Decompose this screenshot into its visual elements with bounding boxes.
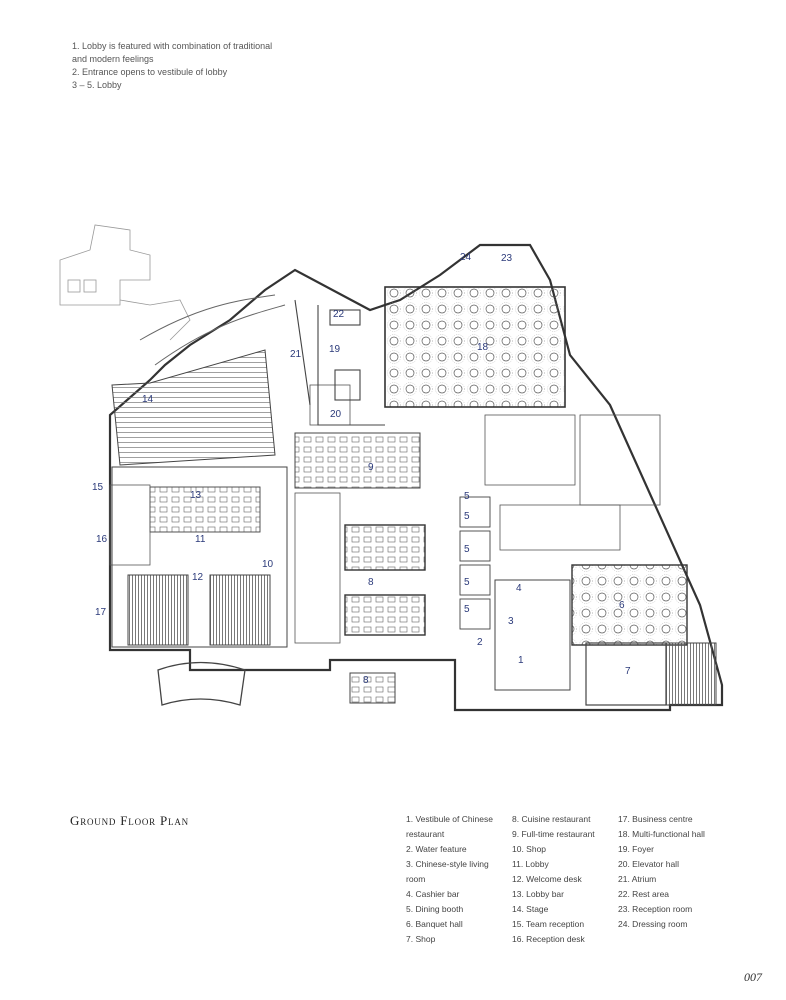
cuisine-dining xyxy=(344,524,426,571)
room-number: 8 xyxy=(363,675,369,686)
legend-column-1: 1. Vestibule of Chinese restaurant 2. Wa… xyxy=(406,812,506,947)
legend-item: 12. Welcome desk xyxy=(512,874,582,884)
ground-floor-plan: 1 2 3 4 5 5 5 5 5 6 7 8 8 9 10 11 12 13 … xyxy=(59,224,724,712)
photo-captions: 1. Lobby is featured with combination of… xyxy=(72,40,402,92)
room-number: 8 xyxy=(368,577,374,588)
vestibule xyxy=(494,579,571,691)
room-number: 24 xyxy=(460,252,472,263)
lobby xyxy=(111,466,288,648)
plan-title: Ground Floor Plan xyxy=(70,813,189,828)
legend-column-2: 8. Cuisine restaurant 9. Full-time resta… xyxy=(512,812,617,947)
legend-item: 10. Shop xyxy=(512,844,547,854)
back-of-house xyxy=(109,384,661,644)
room-number: 14 xyxy=(142,394,154,405)
legend-item: 16. Reception desk xyxy=(512,934,585,944)
caption-line: 2. Entrance opens to vestibule of lobby xyxy=(72,67,228,77)
legend-item: 23. Reception room xyxy=(618,904,693,914)
legend-item: 19. Foyer xyxy=(618,844,654,854)
room-number: 23 xyxy=(501,253,513,264)
room-number: 3 xyxy=(508,616,514,627)
legend-item: 9. Full-time restaurant xyxy=(512,829,595,839)
caption-line: and modern feelings xyxy=(72,54,154,64)
room-number: 5 xyxy=(464,604,470,615)
stair xyxy=(665,642,717,706)
legend-item: 5. Dining booth xyxy=(406,904,464,914)
room-number: 13 xyxy=(190,490,202,501)
room-number: 20 xyxy=(330,409,342,420)
legend-item: 4. Cashier bar xyxy=(406,889,460,899)
legend-item: 11. Lobby xyxy=(512,859,549,869)
room-number: 5 xyxy=(464,544,470,555)
legend-item: restaurant xyxy=(406,829,445,839)
outbuildings xyxy=(59,224,191,341)
legend-item: 20. Elevator hall xyxy=(618,859,679,869)
legend-item: 24. Dressing room xyxy=(618,919,688,929)
legend-item: 13. Lobby bar xyxy=(512,889,564,899)
legend-item: 1. Vestibule of Chinese xyxy=(406,814,493,824)
legend-item: 18. Multi-functional hall xyxy=(618,829,705,839)
caption-line: 1. Lobby is featured with combination of… xyxy=(72,41,273,51)
room-number: 4 xyxy=(516,583,522,594)
room-numbers: 1 2 3 4 5 5 5 5 5 6 7 8 8 9 10 11 12 13 … xyxy=(92,252,631,686)
building-outline xyxy=(108,243,724,712)
legend-item: 17. Business centre xyxy=(618,814,693,824)
legend-item: 22. Rest area xyxy=(618,889,670,899)
landscape-band xyxy=(139,294,286,366)
room-number: 21 xyxy=(290,349,302,360)
foyer-partitions xyxy=(294,299,385,426)
room-number: 22 xyxy=(333,309,345,320)
full-time-restaurant xyxy=(294,432,421,489)
legend-item: room xyxy=(406,874,426,884)
legend-item: 14. Stage xyxy=(512,904,549,914)
dining-booths xyxy=(459,496,491,630)
legend-item: 3. Chinese-style living xyxy=(406,859,489,869)
room-number: 5 xyxy=(464,491,470,502)
room-number: 19 xyxy=(329,344,341,355)
multi-functional-hall xyxy=(384,286,566,408)
room-number: 6 xyxy=(619,600,625,611)
room-number: 11 xyxy=(195,534,206,545)
room-number: 12 xyxy=(192,572,204,583)
welcome-desk-seating xyxy=(209,574,271,646)
room-number: 2 xyxy=(477,637,483,648)
legend-item: 7. Shop xyxy=(406,934,436,944)
entrance-canopy xyxy=(157,661,246,706)
room-number: 9 xyxy=(368,462,374,473)
cuisine-dining xyxy=(344,594,426,636)
room-number: 18 xyxy=(477,342,489,353)
legend-item: 2. Water feature xyxy=(406,844,467,854)
lobby-bar xyxy=(149,486,261,533)
banquet-hall xyxy=(571,564,688,646)
room-number: 15 xyxy=(92,482,104,493)
room-number: 16 xyxy=(96,534,108,545)
room-number: 5 xyxy=(464,577,470,588)
room-number: 17 xyxy=(95,607,107,618)
room-number: 7 xyxy=(625,666,631,677)
room-number: 1 xyxy=(518,655,524,666)
legend-item: 21. Atrium xyxy=(618,874,657,884)
water-feature xyxy=(111,349,276,466)
legend-item: 15. Team reception xyxy=(512,919,585,929)
legend-column-3: 17. Business centre 18. Multi-functional… xyxy=(618,812,728,932)
legend-item: 8. Cuisine restaurant xyxy=(512,814,591,824)
caption-line: 3 – 5. Lobby xyxy=(72,80,122,90)
room-number: 5 xyxy=(464,511,470,522)
terrace xyxy=(349,672,396,704)
legend-item: 6. Banquet hall xyxy=(406,919,463,929)
room-number: 10 xyxy=(262,559,274,570)
page-number: 007 xyxy=(744,970,762,984)
welcome-desk-seating xyxy=(127,574,189,646)
